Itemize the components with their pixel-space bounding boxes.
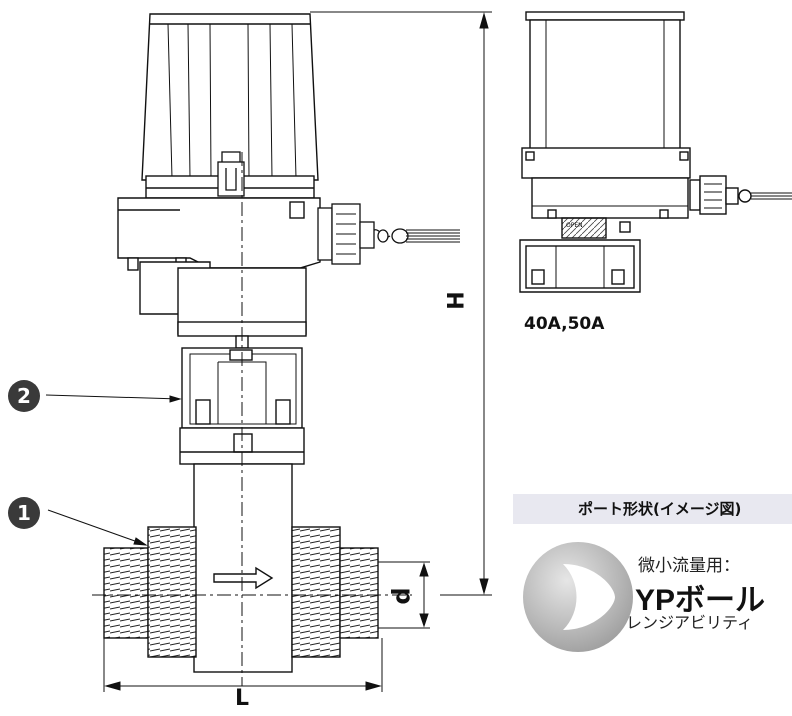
center-lines [92,152,412,686]
callout-2: 2 [8,380,40,412]
side-view-size-label: 40A,50A [524,314,605,334]
dimension-H-label: H [444,291,470,310]
dimension-d-label: d [387,587,416,605]
ball-name: YPボール [635,584,766,617]
port-shape-title: ポート形状(イメージ図) [578,500,742,518]
cable-gland [317,203,460,265]
callout-leaders [45,394,182,546]
adapter-block [177,267,307,349]
side-view [519,11,792,293]
usage-label: 微小流量用： [638,556,740,575]
valve-body [103,463,379,673]
dimension-d [378,561,430,629]
dimension-L-label: L [235,686,250,711]
yp-ball-image [523,542,633,652]
indicator-knob [217,151,245,197]
feature-label: レンジアビリティ [626,615,754,632]
dimension-L [103,638,383,692]
dimension-H [310,11,492,596]
port-shape-header [513,494,792,524]
switch-label: OPEN [566,222,583,229]
callout-1: 1 [8,497,40,529]
